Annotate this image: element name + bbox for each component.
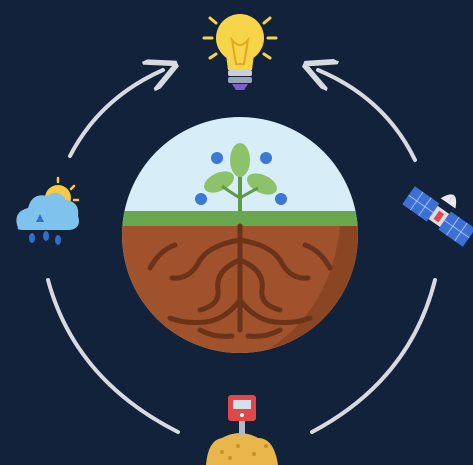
- satellite-icon: [402, 186, 473, 247]
- cycle-arrows: [46, 70, 437, 434]
- plant-soil-globe: [122, 117, 358, 353]
- grass-strip: [122, 211, 358, 227]
- water-dots: [195, 152, 287, 205]
- arrow-satellite-to-idea: [318, 70, 417, 162]
- soil-sensor-icon: [206, 395, 278, 465]
- weather-cloud-sun-rain-icon: [16, 176, 80, 245]
- lightbulb-icon: [202, 14, 278, 90]
- arrow-weather-to-idea: [68, 70, 163, 158]
- plant-roots: [147, 223, 333, 339]
- arrow-sensor-to-weather: [46, 278, 180, 434]
- plant-sprout-icon: [204, 143, 277, 212]
- arrow-sensor-to-satellite: [310, 278, 437, 434]
